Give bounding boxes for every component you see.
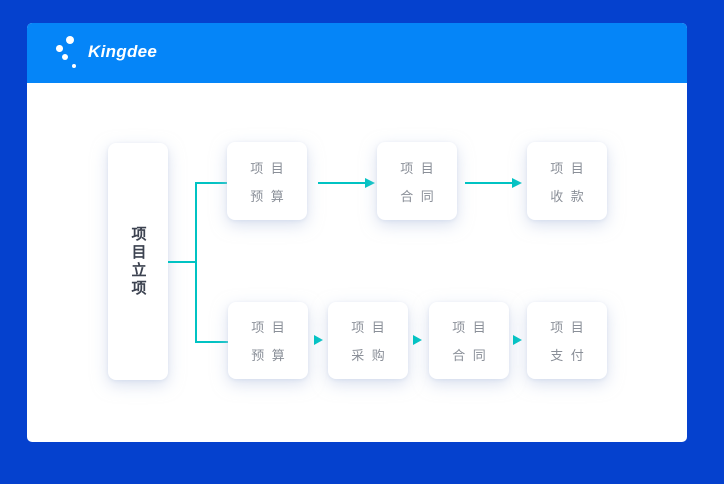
arrow-shaft	[465, 182, 513, 185]
flow-node-project-budget-top: 项 目 预 算	[227, 142, 307, 220]
arrow-right-icon	[465, 177, 522, 189]
flow-node-label: 合 同	[452, 348, 488, 363]
triangle-arrow-icon	[413, 335, 422, 345]
flow-node-project-initiation: 项目立项	[108, 143, 168, 380]
arrow-shaft	[318, 182, 366, 185]
brand-header: Kingdee	[27, 23, 687, 83]
brand-name: Kingdee	[88, 42, 158, 61]
connector-line-branch	[195, 182, 197, 343]
flow-node-label: 项 目	[251, 320, 287, 335]
flow-node-label: 合 同	[400, 188, 436, 204]
logo-dot-icon	[62, 54, 68, 60]
logo-dot-icon	[72, 64, 76, 68]
flow-node-label: 项 目	[400, 160, 436, 176]
triangle-arrow-icon	[314, 335, 323, 345]
flow-node-project-collection: 项 目 收 款	[527, 142, 607, 220]
connector-line-root	[168, 261, 197, 263]
connector-line-to-bottom-flow	[195, 341, 228, 343]
flow-node-label: 项目立项	[129, 225, 147, 298]
flow-node-label: 预 算	[251, 348, 287, 363]
flow-node-project-contract-bottom: 项 目 合 同	[429, 302, 509, 379]
flow-node-label: 收 款	[550, 188, 586, 204]
slide-card: Kingdee 项目立项 项 目 预 算 项 目 合 同 项 目 收 款 项 目…	[27, 23, 687, 442]
flow-node-label: 项 目	[452, 320, 488, 335]
flow-node-label: 项 目	[351, 320, 387, 335]
arrow-right-icon	[318, 177, 375, 189]
flow-node-project-contract-top: 项 目 合 同	[377, 142, 457, 220]
logo-dot-icon	[66, 36, 74, 44]
flow-node-label: 项 目	[550, 160, 586, 176]
arrow-head	[512, 177, 522, 188]
arrow-head	[365, 177, 375, 188]
triangle-arrow-icon	[513, 335, 522, 345]
connector-line-to-top-flow	[195, 182, 227, 184]
flow-node-label: 项 目	[250, 160, 286, 176]
kingdee-logo-icon	[55, 35, 83, 71]
flow-node-label: 采 购	[351, 348, 387, 363]
flow-node-project-payment: 项 目 支 付	[527, 302, 607, 379]
flow-node-label: 预 算	[250, 188, 286, 204]
flow-node-project-budget-bottom: 项 目 预 算	[228, 302, 308, 379]
flow-node-label: 支 付	[550, 348, 586, 363]
logo-dot-icon	[56, 45, 63, 52]
flow-node-project-procurement: 项 目 采 购	[328, 302, 408, 379]
flow-node-label: 项 目	[550, 320, 586, 335]
